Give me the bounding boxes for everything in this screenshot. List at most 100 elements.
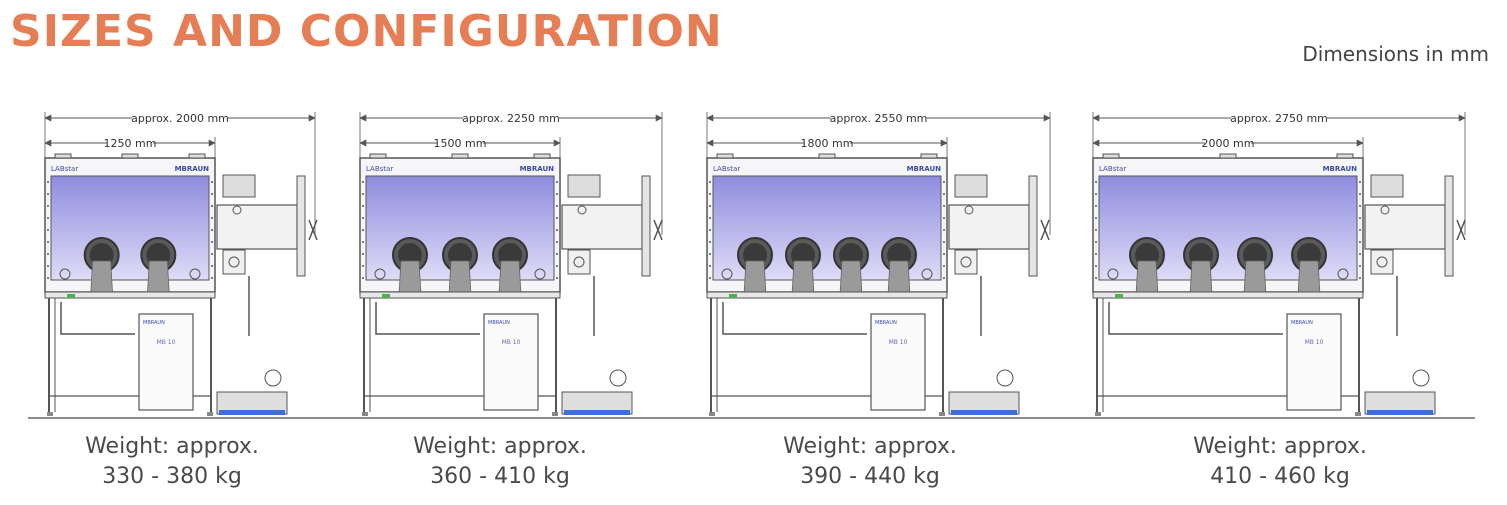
glove	[743, 260, 767, 296]
glove	[398, 260, 422, 296]
foot	[552, 412, 558, 416]
glovebox-dimension-label: 1500 mm	[434, 137, 487, 150]
label-bg	[830, 110, 927, 124]
purifier-cabinet	[1286, 313, 1342, 411]
rivet	[1359, 181, 1361, 183]
rivet	[943, 229, 945, 231]
mini-port	[228, 256, 240, 268]
valve	[374, 268, 386, 280]
total-dimension-label: approx. 2550 mm	[830, 112, 928, 125]
lamp	[54, 153, 72, 159]
glove	[498, 260, 522, 296]
glove	[887, 260, 911, 296]
lamp	[121, 153, 139, 159]
rivet	[211, 253, 213, 255]
antechamber-door	[1444, 175, 1454, 277]
rivet	[709, 265, 711, 267]
glove	[1189, 260, 1213, 296]
cabinet-logo: MBRAUN	[143, 320, 165, 326]
stand-top	[1092, 291, 1364, 299]
rivet	[211, 241, 213, 243]
glove	[448, 260, 472, 296]
glove	[1135, 260, 1159, 296]
foot	[709, 412, 715, 416]
rivet	[943, 241, 945, 243]
units-note: Dimensions in mm	[1302, 42, 1489, 66]
cabinet-model: MB 10	[502, 339, 521, 346]
antechamber-box	[567, 174, 601, 198]
rivet	[362, 277, 364, 279]
label-bg	[803, 135, 851, 149]
rivet	[1095, 205, 1097, 207]
status-light	[382, 294, 390, 298]
foot	[1355, 412, 1361, 416]
rivet	[1095, 277, 1097, 279]
valve	[721, 268, 733, 280]
rivet	[47, 217, 49, 219]
rivet	[1359, 277, 1361, 279]
door-handle	[1040, 219, 1050, 241]
lamp	[533, 153, 551, 159]
lamp	[818, 153, 836, 159]
labstar-logo: LABstar	[1099, 165, 1126, 173]
antechamber-box	[222, 174, 256, 198]
rivet	[1359, 241, 1361, 243]
rivet	[47, 277, 49, 279]
mini-port	[573, 256, 585, 268]
weight-line-3: Weight: approx.	[783, 434, 957, 459]
weight-range-4: 410 - 460 kg	[1210, 464, 1350, 489]
rivet	[1359, 265, 1361, 267]
glove	[791, 260, 815, 296]
rivet	[211, 205, 213, 207]
gas-pipe	[1108, 302, 1283, 335]
rivet	[556, 277, 558, 279]
rivet	[362, 193, 364, 195]
rivet	[1095, 229, 1097, 231]
mini-port	[960, 256, 972, 268]
pump-base	[951, 410, 1017, 415]
rivet	[362, 205, 364, 207]
lamp	[1102, 153, 1120, 159]
rivet	[709, 253, 711, 255]
rivet	[556, 265, 558, 267]
weight-label-1: Weight: approx. 330 - 380 kg	[22, 432, 322, 492]
mini-antechamber	[567, 249, 591, 275]
foot	[1095, 412, 1101, 416]
rivet	[556, 217, 558, 219]
total-dimension-label: approx. 2000 mm	[131, 112, 229, 125]
weight-line-4: Weight: approx.	[1193, 434, 1367, 459]
rivet	[1095, 181, 1097, 183]
lamp	[451, 153, 469, 159]
rivet	[556, 193, 558, 195]
weight-label-2: Weight: approx. 360 - 410 kg	[350, 432, 650, 492]
labstar-logo: LABstar	[713, 165, 740, 173]
rivet	[362, 265, 364, 267]
total-dimension-label: approx. 2250 mm	[462, 112, 560, 125]
stand-top	[706, 291, 948, 299]
door-handle	[308, 219, 318, 241]
glove	[146, 260, 170, 296]
mbraun-logo: MBRAUN	[907, 165, 942, 173]
rivet	[1095, 253, 1097, 255]
cabinet-model: MB 10	[1305, 339, 1324, 346]
status-light	[729, 294, 737, 298]
weight-range-1: 330 - 380 kg	[102, 464, 242, 489]
rivet	[211, 277, 213, 279]
status-light	[1115, 294, 1123, 298]
rivet	[709, 241, 711, 243]
rivet	[1359, 253, 1361, 255]
rivet	[47, 265, 49, 267]
door-handle	[653, 219, 663, 241]
purifier-cabinet	[138, 313, 194, 411]
rivet	[943, 277, 945, 279]
valve	[1107, 268, 1119, 280]
pump-base	[564, 410, 630, 415]
glovebox-dimension-label: 1800 mm	[801, 137, 854, 150]
weight-range-3: 390 - 440 kg	[800, 464, 940, 489]
lamp	[369, 153, 387, 159]
pump-base	[1367, 410, 1433, 415]
rivet	[47, 181, 49, 183]
rivet	[362, 229, 364, 231]
